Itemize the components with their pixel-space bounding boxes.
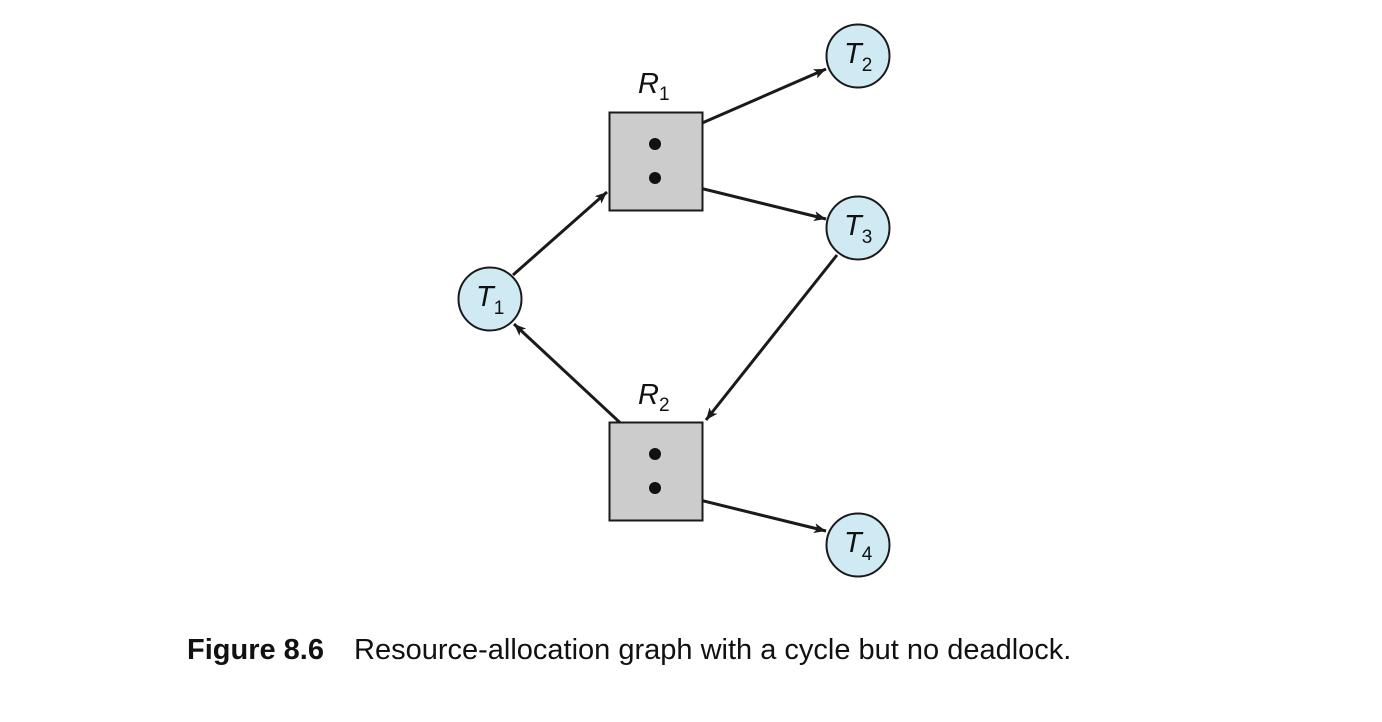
edge-t3-r2	[704, 254, 839, 421]
thread-t2-letter: T	[844, 38, 864, 70]
resource-r2-instance-1	[649, 448, 661, 460]
thread-t3-subscript: 3	[862, 227, 873, 248]
resource-r2-box	[608, 421, 704, 522]
resource-r1-letter: R	[638, 68, 659, 100]
thread-t4-subscript: 4	[862, 544, 873, 565]
resource-r1: R1	[608, 68, 704, 212]
thread-t1-letter: T	[476, 281, 496, 313]
thread-t2-circle	[825, 23, 891, 89]
thread-t4-circle	[825, 512, 891, 578]
thread-t3-label: T3	[844, 210, 872, 248]
thread-t1-label: T1	[476, 281, 504, 319]
figure-caption-text: Resource-allocation graph with a cycle b…	[354, 634, 1072, 666]
thread-t2-label: T2	[844, 38, 872, 76]
resource-r2-letter: R	[638, 379, 659, 411]
thread-t1: T1	[457, 266, 523, 332]
thread-t3-letter: T	[844, 210, 864, 242]
thread-t3: T3	[825, 195, 891, 261]
resource-r1-instance-1	[649, 138, 661, 150]
thread-t2: T2	[825, 23, 891, 89]
thread-t4: T4	[825, 512, 891, 578]
resource-r1-box	[608, 111, 704, 212]
figure-caption-label: Figure 8.6	[187, 634, 324, 666]
thread-t4-label: T4	[844, 527, 873, 565]
edge-t1-r1	[512, 190, 608, 277]
figure-caption: Figure 8.6 Resource-allocation graph with…	[187, 634, 1071, 667]
resource-r1-label: R1	[638, 68, 670, 105]
thread-t2-subscript: 2	[862, 55, 873, 76]
resource-r2: R2	[608, 379, 704, 522]
resource-r2-label: R2	[638, 379, 670, 416]
resource-r1-instance-2	[649, 172, 661, 184]
resource-r2-instance-2	[649, 482, 661, 494]
thread-t1-circle	[457, 266, 523, 332]
resource-r2-subscript: 2	[659, 395, 670, 416]
thread-t4-letter: T	[844, 527, 864, 559]
thread-t3-circle	[825, 195, 891, 261]
resource-r1-subscript: 1	[659, 84, 670, 105]
thread-t1-subscript: 1	[494, 298, 505, 319]
